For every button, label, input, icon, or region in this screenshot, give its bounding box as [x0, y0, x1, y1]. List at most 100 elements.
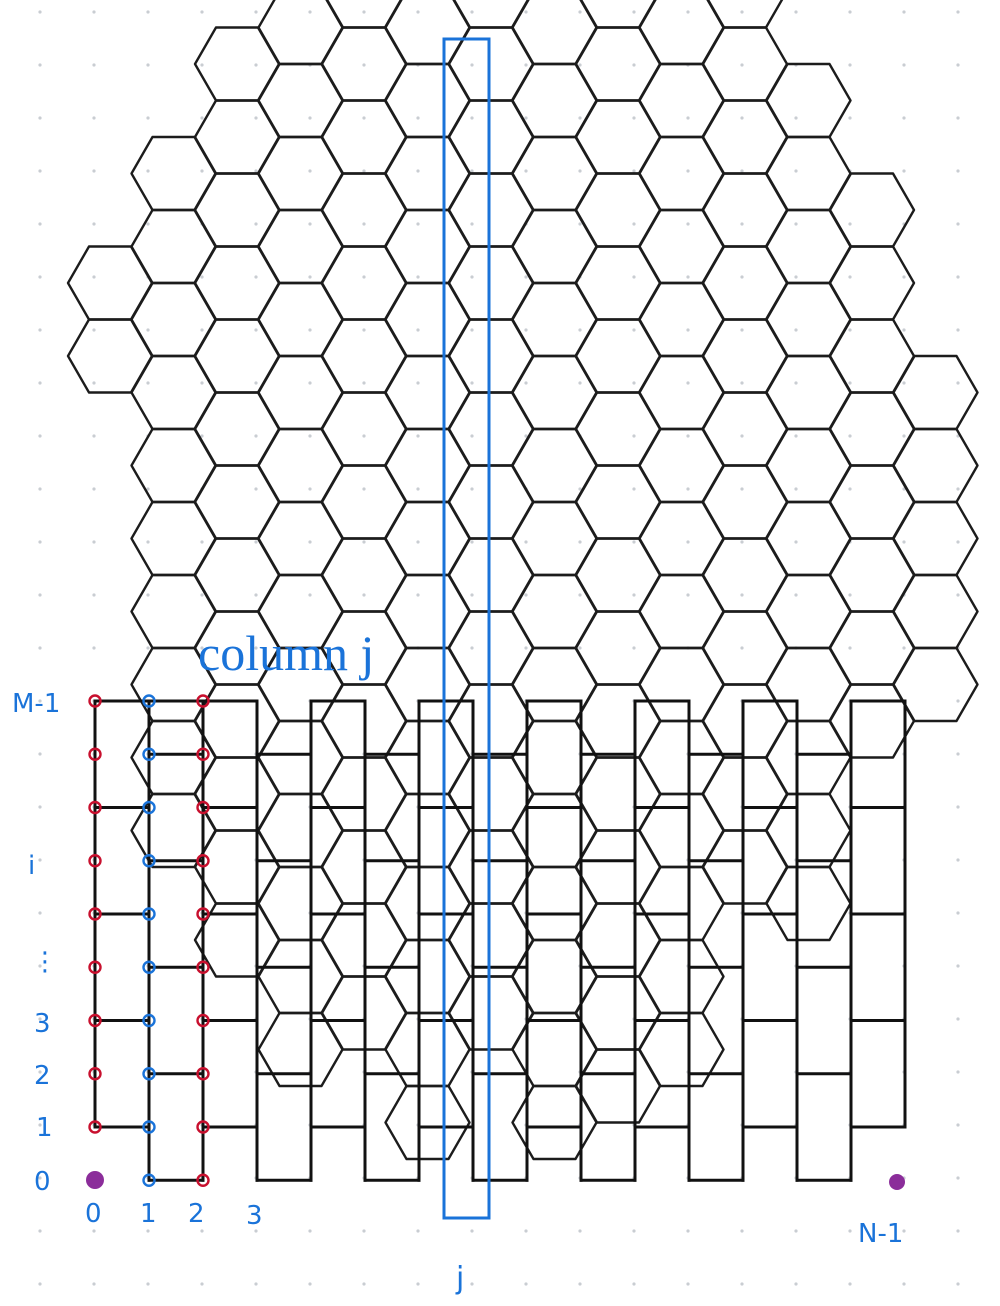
grid-dot — [470, 63, 474, 67]
grid-dot — [848, 63, 852, 67]
hexagon-cell — [511, 573, 598, 650]
grid-dot — [524, 540, 528, 544]
row-label-0: 0 — [34, 1167, 51, 1197]
grid-dot — [524, 646, 528, 650]
hexagon-cell — [130, 354, 217, 431]
hexagon-cell — [511, 646, 598, 723]
hexagon-cell — [701, 26, 789, 102]
grid-dot — [524, 169, 528, 173]
grid-dot — [848, 381, 852, 385]
grid-dot — [470, 10, 474, 14]
grid-dot — [146, 222, 150, 226]
hexagon-cell — [257, 427, 344, 504]
grid-dot — [92, 328, 96, 332]
hexagon-cell — [828, 391, 916, 467]
grid-dot — [956, 540, 960, 544]
hexagon-cell — [257, 792, 344, 869]
grid-dot — [632, 328, 636, 332]
grid-dot — [308, 487, 312, 491]
grid-dot — [470, 381, 474, 385]
grid-dot — [308, 169, 312, 173]
lattice-node — [196, 694, 210, 708]
grid-dot — [956, 381, 960, 385]
hexagon-cell — [701, 172, 789, 248]
grid-dot — [956, 487, 960, 491]
hexagon-cell — [257, 719, 344, 796]
grid-dot — [254, 646, 258, 650]
hexagon-cell — [765, 573, 852, 650]
grid-dot — [308, 540, 312, 544]
grid-dot — [92, 540, 96, 544]
hexagon-cell — [574, 975, 662, 1051]
lattice-node — [196, 1120, 210, 1134]
column-j-highlight-box — [442, 37, 491, 1220]
grid-dot — [200, 540, 204, 544]
hexagon-cell — [320, 391, 408, 467]
grid-dot — [794, 328, 798, 332]
grid-dot — [956, 699, 960, 703]
grid-dot — [38, 911, 42, 915]
hexagon-cell — [701, 99, 789, 175]
grid-dot — [740, 540, 744, 544]
grid-dot — [686, 116, 690, 120]
grid-dot — [794, 116, 798, 120]
hexagon-cell — [447, 391, 535, 467]
grid-dot — [200, 275, 204, 279]
grid-dot — [146, 381, 150, 385]
hexagon-cell — [130, 500, 217, 577]
hexagon-cell — [193, 172, 281, 248]
grid-dot — [740, 10, 744, 14]
grid-dot — [578, 222, 582, 226]
hexagon-cell — [193, 464, 281, 540]
grid-dot — [956, 1123, 960, 1127]
grid-dot — [92, 1229, 96, 1233]
hexagon-cell — [384, 427, 471, 504]
grid-dot — [686, 1229, 690, 1233]
grid-dot — [740, 593, 744, 597]
hexagon-cell — [320, 464, 408, 540]
hexagon-cell — [638, 208, 725, 285]
hexagon-cell — [511, 938, 598, 1015]
grid-dot — [686, 1282, 690, 1286]
grid-dot — [902, 10, 906, 14]
grid-dot — [416, 10, 420, 14]
lattice-node — [88, 800, 102, 815]
hexagon-cell — [574, 318, 662, 394]
hexagon-cell — [638, 135, 725, 212]
lattice-node — [196, 1173, 210, 1187]
grid-dot — [200, 1229, 204, 1233]
hexagon-cell — [706, 0, 784, 29]
grid-dot — [416, 222, 420, 226]
lattice-node — [142, 907, 156, 921]
grid-dot — [92, 1282, 96, 1286]
hexagon-cell — [574, 610, 662, 686]
hexagon-cell — [828, 245, 916, 321]
hexagon-cell — [574, 683, 662, 759]
hexagon-cell — [130, 208, 217, 285]
grid-dot — [362, 1282, 366, 1286]
grid-dot — [470, 275, 474, 279]
hexagon-cell — [193, 756, 281, 832]
hexagon-cell — [892, 646, 979, 723]
hexagon-cell — [638, 646, 725, 723]
grid-dot — [470, 169, 474, 173]
hexagon-cell — [384, 719, 471, 796]
grid-dot — [254, 275, 258, 279]
grid-dot — [470, 1229, 474, 1233]
hexagon-cell — [257, 208, 344, 285]
grid-dot — [632, 222, 636, 226]
grid-dot — [956, 116, 960, 120]
hexagon-cell — [257, 135, 344, 212]
grid-dot — [416, 593, 420, 597]
grid-dot — [146, 169, 150, 173]
hexagon-cell — [447, 318, 535, 394]
grid-dot — [794, 10, 798, 14]
lattice-node — [88, 907, 102, 921]
grid-dot — [578, 487, 582, 491]
grid-dot — [470, 222, 474, 226]
column-label-0: 0 — [85, 1199, 102, 1229]
grid-dot — [38, 964, 42, 968]
grid-dot — [686, 434, 690, 438]
grid-dot — [38, 593, 42, 597]
